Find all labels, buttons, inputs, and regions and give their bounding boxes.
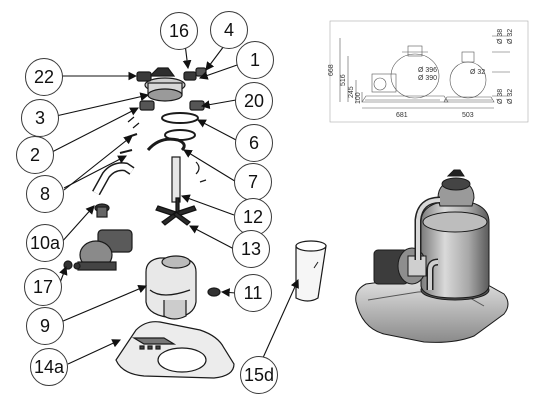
dim-681: 681 <box>396 112 408 119</box>
dim-503: 503 <box>462 112 474 119</box>
callout-6: 6 <box>235 124 273 162</box>
dim-port-32c: Ø 32 <box>470 69 485 76</box>
assembled-filter <box>355 169 509 343</box>
callout-16: 16 <box>160 12 198 50</box>
dim-port-38b: Ø 38 <box>497 89 504 104</box>
multiport-valve-handle <box>144 67 186 102</box>
dim-245: 245 <box>348 86 355 98</box>
strainer-housing <box>145 255 197 320</box>
laterals <box>155 197 197 226</box>
callout-20: 20 <box>235 82 273 120</box>
dim-tank-390: Ø 390 <box>418 75 437 82</box>
dim-516: 516 <box>340 74 347 86</box>
callout-8: 8 <box>26 175 64 213</box>
leader-lines <box>51 43 299 365</box>
callout-10a: 10a <box>26 224 64 262</box>
dim-port-32b: Ø 32 <box>507 89 514 104</box>
dim-port-32a: Ø 32 <box>507 29 514 44</box>
pump <box>63 229 133 271</box>
callout-3: 3 <box>21 99 59 137</box>
callout-11: 11 <box>234 274 272 312</box>
base-plate <box>115 321 235 379</box>
exploded-parts <box>63 67 327 379</box>
callout-1: 1 <box>236 41 274 79</box>
callout-13: 13 <box>232 230 270 268</box>
o-ring-large <box>161 112 199 124</box>
callout-15d: 15d <box>240 356 278 394</box>
callout-4: 4 <box>210 11 248 49</box>
callout-14a: 14a <box>30 348 68 386</box>
dim-tank-396: Ø 396 <box>418 67 437 74</box>
clamp <box>146 137 186 152</box>
dim-port-38a: Ø 38 <box>497 29 504 44</box>
standpipe <box>171 156 181 203</box>
callout-17: 17 <box>24 268 62 306</box>
dim-100: 100 <box>355 92 362 104</box>
callout-7: 7 <box>234 163 272 201</box>
drain-plug <box>207 287 221 297</box>
dimension-drawing: 668 516 245 100 681 503 Ø 396 Ø 390 Ø 38… <box>328 20 529 123</box>
media-bag <box>295 240 327 302</box>
callout-22: 22 <box>25 58 63 96</box>
callout-2: 2 <box>16 136 54 174</box>
dim-668: 668 <box>328 64 335 76</box>
callout-9: 9 <box>26 307 64 345</box>
